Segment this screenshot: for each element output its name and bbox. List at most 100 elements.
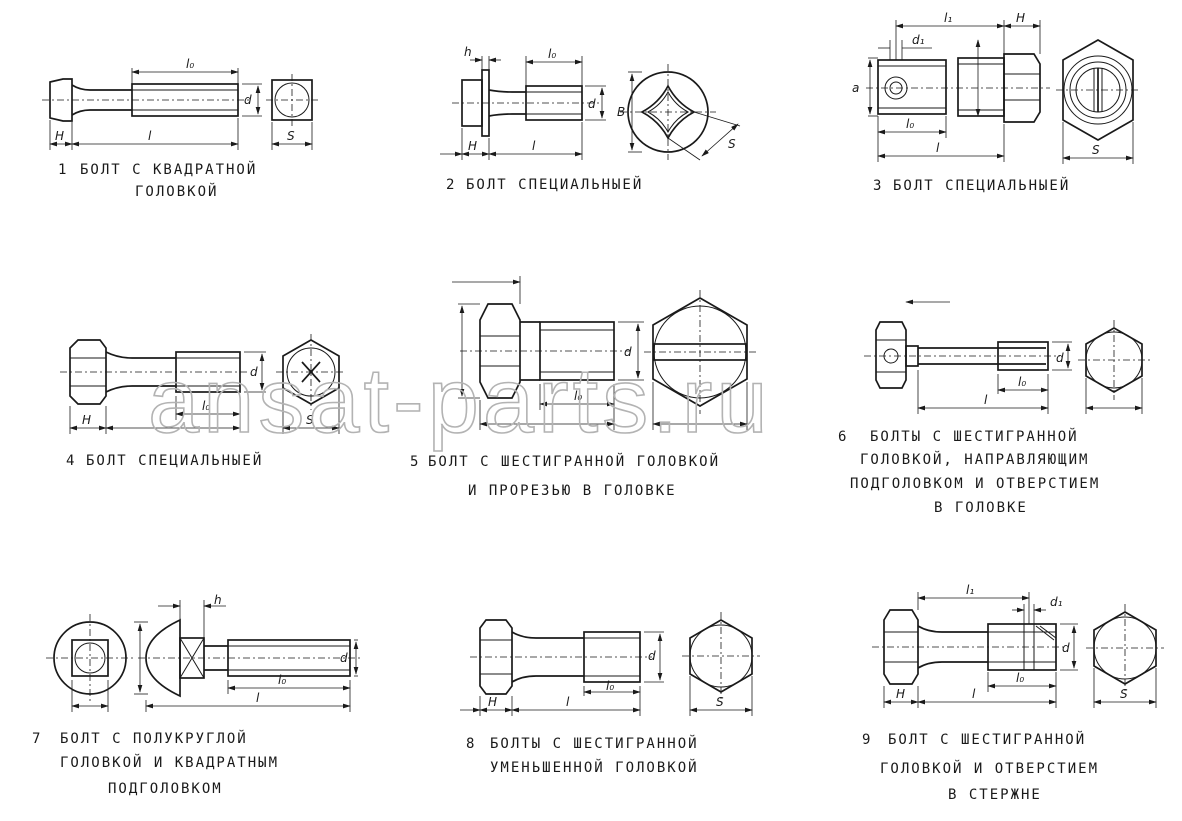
dim-label-h: h [464,45,472,59]
figure-8-number: 8 [466,736,476,752]
figure-7-number: 7 [32,731,42,747]
dim-label-d: d [624,345,632,359]
figure-1-caption-line-2: ГОЛОВКОЙ [135,182,218,200]
figure-2-end-view [620,64,741,161]
figure-8-reduced-hex-bolt: d l₀ H l S 8 БОЛТЫ С ШЕСТИГРАННОЙ УМЕНЬШ… [460,612,760,776]
dim-label-l: l [984,393,988,407]
dim-label-a: a [852,81,859,95]
figure-5-caption-line-1: БОЛТ С ШЕСТИГРАННОЙ ГОЛОВКОЙ [428,452,720,470]
figure-6-hex-guide-bolt: d l₀ l 6 БОЛТЫ С ШЕСТИГРАННОЙ ГОЛОВКОЙ, … [838,299,1150,516]
dim-label-H: H [55,129,64,143]
dim-label-d: d [648,649,656,663]
dim-label-S: S [1092,143,1100,157]
dim-label-d1: d₁ [912,33,925,47]
dim-label-d: d [244,93,252,107]
figure-9-side-view [872,592,1078,708]
dim-label-l1: l₁ [966,583,974,597]
figure-1-number: 1 [58,162,68,178]
dim-label-d: d [588,97,596,111]
figure-4-special-bolt: d l₀ H S 4 БОЛТ СПЕЦИАЛЬНЫЕЙ [60,334,346,469]
dim-label-S: S [716,695,724,709]
figure-9-caption-line-1: БОЛТ С ШЕСТИГРАННОЙ [888,730,1086,748]
figure-6-caption-line-3: ПОДГОЛОВКОМ И ОТВЕРСТИЕМ [850,476,1100,492]
figure-3-number: 3 [873,178,883,194]
figure-6-caption-line-1: БОЛТЫ С ШЕСТИГРАННОЙ [870,427,1079,445]
dim-label-l0: l₀ [574,389,582,403]
figure-7-round-head-bolt: h d l₀ l 7 БОЛТ С ПОЛУКРУГЛОЙ ГОЛОВКОЙ И… [32,593,360,797]
dim-label-l0: l₀ [186,57,194,71]
dim-label-l: l [972,687,976,701]
dim-label-l0: l₀ [202,399,210,413]
dim-label-l: l [256,691,260,705]
figure-3-end-view [1056,39,1140,164]
dim-label-l: l [936,141,940,155]
figure-3-special-bolt: l₁ H d₁ a l₀ l S 3 БОЛТ СПЕЦИАЛЬНЫЕЙ [852,11,1140,194]
figure-2-side-view [440,56,606,160]
dim-label-l0: l₀ [906,117,914,131]
figure-4-side-view [60,339,266,434]
figure-4-number: 4 [66,453,76,469]
dim-label-l: l [566,695,570,709]
dim-label-H: H [488,695,497,709]
dim-label-l0: l₀ [278,673,286,687]
figure-8-side-view [460,619,664,716]
figure-2-number: 2 [446,177,456,193]
dim-label-d: d [250,365,258,379]
figure-9-end-view [1086,604,1164,708]
figure-9-caption-line-3: В СТЕРЖНЕ [948,787,1042,803]
dim-label-d1: d₁ [1050,595,1063,609]
figure-7-caption-line-3: ПОДГОЛОВКОМ [108,781,223,797]
figure-8-end-view [682,612,760,716]
dim-label-l0: l₀ [548,47,556,61]
figure-8-caption-line-2: УМЕНЬШЕННОЙ ГОЛОВКОЙ [490,758,699,776]
dim-label-S: S [306,413,314,427]
figure-3-side-view [866,20,1050,162]
dim-label-d: d [1062,641,1070,655]
dim-label-d: d [340,651,348,665]
figure-5-number: 5 [410,454,420,470]
figure-9-caption-line-2: ГОЛОВКОЙ И ОТВЕРСТИЕМ [880,759,1099,777]
dim-label-H: H [896,687,905,701]
dim-label-l0: l₀ [606,679,614,693]
dim-label-S: S [1120,687,1128,701]
figure-1-side-view [42,68,262,150]
figure-6-caption-line-2: ГОЛОВКОЙ, НАПРАВЛЯЮЩИМ [860,450,1089,468]
dim-label-d: d [1056,351,1064,365]
dim-label-H: H [468,139,477,153]
figure-1-end-view [266,74,318,150]
figure-2-special-bolt: h l₀ d H l B S 2 БОЛТ СПЕЦИАЛЬНЫЕЙ [440,45,741,193]
figure-7-side-view [134,600,360,712]
dim-label-H: H [1016,11,1025,25]
dim-label-h: h [214,593,222,607]
dim-label-B: B [617,105,625,119]
figure-5-hex-slot-bolt: d l₀ 5 БОЛТ С ШЕСТИГРАННОЙ ГОЛОВКОЙ И ПР… [410,276,756,499]
figure-9-number: 9 [862,732,872,748]
figure-4-caption-line-1: БОЛТ СПЕЦИАЛЬНЫЕЙ [86,451,263,469]
figure-7-caption-line-2: ГОЛОВКОЙ И КВАДРАТНЫМ [60,753,279,771]
figure-2-caption-line-1: БОЛТ СПЕЦИАЛЬНЫЕЙ [466,175,643,193]
dim-label-H: H [82,413,91,427]
watermark-text: ansat-parts.ru [148,350,772,452]
dim-label-l0: l₀ [1018,375,1026,389]
figure-8-caption-line-1: БОЛТЫ С ШЕСТИГРАННОЙ [490,734,699,752]
figure-5-caption-line-2: И ПРОРЕЗЬЮ В ГОЛОВКЕ [468,483,677,499]
dim-label-l: l [532,139,536,153]
figure-7-caption-line-1: БОЛТ С ПОЛУКРУГЛОЙ [60,729,248,747]
figure-5-side-view [452,276,644,430]
figure-5-end-view [644,290,756,430]
figure-6-end-view [1078,320,1150,414]
figure-3-caption-line-1: БОЛТ СПЕЦИАЛЬНЫЕЙ [893,176,1070,194]
figure-6-caption-line-4: В ГОЛОВКЕ [934,500,1028,516]
dim-label-l0: l₀ [1016,671,1024,685]
figure-6-number: 6 [838,429,848,445]
figure-6-side-view [864,299,1072,414]
figure-7-end-view [46,614,134,712]
figure-4-end-view [276,334,346,434]
dim-label-S: S [287,129,295,143]
dim-label-l: l [148,129,152,143]
figure-1-square-head-bolt: l₀ d H l S 1 БОЛТ С КВАДРАТНОЙ ГОЛОВКОЙ [42,57,318,200]
dim-label-l1: l₁ [944,11,952,25]
figure-9-hex-shank-hole-bolt: l₁ d₁ d l₀ H l S 9 БОЛТ С ШЕСТИГРАННОЙ Г… [862,583,1164,803]
figure-1-caption-line-1: БОЛТ С КВАДРАТНОЙ [80,160,257,178]
